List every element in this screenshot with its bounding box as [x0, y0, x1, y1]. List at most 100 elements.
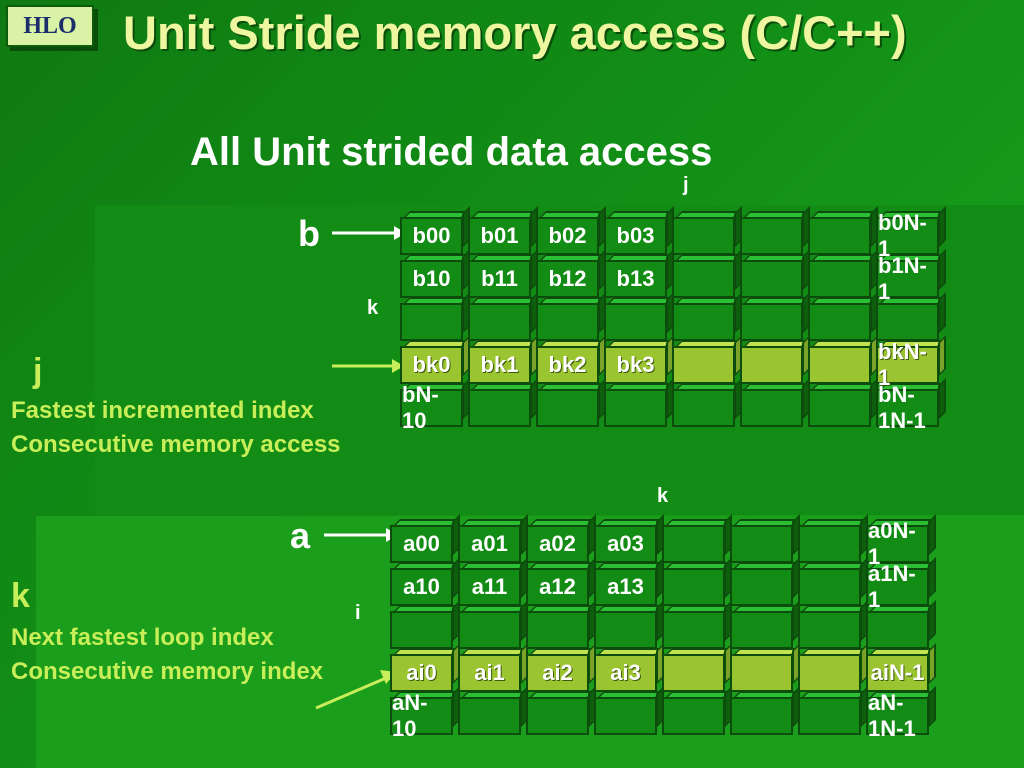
- matrix-b-cell-r0-c2: b02: [536, 217, 599, 255]
- matrix-a-cell-label: a0N-1: [868, 518, 916, 569]
- matrix-a-col-index: k: [657, 485, 669, 507]
- matrix-a-cell-r1-c0: a10: [390, 568, 453, 606]
- matrix-a-cell-r3-c2: ai2: [526, 654, 589, 692]
- matrix-a-cell-r2-c2: [526, 611, 589, 649]
- matrix-a-cell-r2-c0: [390, 611, 453, 649]
- matrix-a-cell-r3-c4: [662, 654, 725, 692]
- matrix-a-cell-r1-c1: a11: [458, 568, 521, 606]
- matrix-b-cell-r1-c6: [808, 260, 871, 298]
- matrix-a-cell-r1-c2: a12: [526, 568, 589, 606]
- slide-subtitle: All Unit strided data access: [190, 130, 713, 174]
- matrix-b-col-index: j: [683, 174, 689, 196]
- matrix-a-cell-r4-c0: aN-10: [390, 690, 453, 741]
- matrix-b-cell-r4-c2: [536, 389, 599, 427]
- matrix-b-cell-r3-c2: bk2: [536, 346, 599, 384]
- matrix-a-cell-r2-c7: [866, 611, 929, 649]
- matrix-a-cell-label: ai2: [542, 660, 573, 685]
- matrix-b-cell-r2-c7: [876, 303, 939, 341]
- matrix-a-cell-label: aiN-1: [870, 660, 925, 685]
- matrix-b-cell-r2-c1: [468, 303, 531, 341]
- matrix-b-cell-r3-c0: bk0: [400, 346, 463, 384]
- side-j-letter: j: [33, 352, 43, 390]
- matrix-a-cell-label: a02: [539, 531, 576, 556]
- matrix-b-cell-label: b12: [548, 266, 587, 291]
- matrix-a-cell-r4-c5: [730, 697, 793, 735]
- matrix-b-cell-label: b0N-1: [878, 210, 927, 261]
- side-k-letter: k: [11, 577, 30, 615]
- matrix-b-cell-label: b13: [616, 266, 655, 291]
- matrix-b-cell-r2-c5: [740, 303, 803, 341]
- matrix-b-cell-r1-c1: b11: [468, 260, 531, 298]
- matrix-b-cell-r3-c3: bk3: [604, 346, 667, 384]
- matrix-a-cell-label: ai0: [406, 660, 437, 685]
- matrix-a-cell-r0-c6: [798, 525, 861, 563]
- matrix-a-label: a: [290, 515, 311, 556]
- matrix-b-cell-r4-c4: [672, 389, 735, 427]
- matrix-b-cell-r2-c0: [400, 303, 463, 341]
- matrix-b-cell-label: bN-1N-1: [878, 382, 926, 433]
- matrix-b-cell-r3-c7: bkN-1: [876, 339, 939, 390]
- side-k-line1: Next fastest loop index: [11, 624, 274, 651]
- matrix-a-cell-r3-c5: [730, 654, 793, 692]
- matrix-b-cell-r0-c5: [740, 217, 803, 255]
- matrix-a-cell-r4-c1: [458, 697, 521, 735]
- matrix-a-cell-r0-c7: a0N-1: [866, 518, 929, 569]
- matrix-b-cell-label: b10: [412, 266, 451, 291]
- matrix-b-cell-r4-c1: [468, 389, 531, 427]
- matrix-b-cell-r3-c5: [740, 346, 803, 384]
- matrix-a-cell-r4-c6: [798, 697, 861, 735]
- matrix-b-cell-r0-c0: b00: [400, 217, 463, 255]
- matrix-a-row-arrow: [315, 670, 396, 710]
- matrix-b-cell-r1-c5: [740, 260, 803, 298]
- matrix-a-cell-r1-c4: [662, 568, 725, 606]
- matrix-b-cell-label: b00: [412, 223, 451, 248]
- matrix-b-cell-r3-c1: bk1: [468, 346, 531, 384]
- matrix-a-cell-label: a11: [471, 574, 508, 599]
- matrix-b-cell-r2-c4: [672, 303, 735, 341]
- matrix-a-cell-r2-c3: [594, 611, 657, 649]
- matrix-b-cell-r3-c6: [808, 346, 871, 384]
- matrix-b-cell-label: b11: [481, 266, 518, 291]
- matrix-b-cell-label: b01: [480, 223, 519, 248]
- matrix-b-cell-r0-c3: b03: [604, 217, 667, 255]
- matrix-b-cell-r0-c7: b0N-1: [876, 210, 939, 261]
- matrix-b-cell-label: bkN-1: [878, 339, 927, 390]
- matrix-b-cell-label: b03: [616, 223, 655, 248]
- matrix-b-cell-r4-c0: bN-10: [400, 382, 463, 433]
- matrix-b-cell-r2-c6: [808, 303, 871, 341]
- matrix-a-cell-r1-c6: [798, 568, 861, 606]
- matrix-a-cell-r3-c6: [798, 654, 861, 692]
- matrix-a-cell-label: a03: [607, 531, 644, 556]
- matrix-a-cell-r0-c5: [730, 525, 793, 563]
- matrix-a-cell-r2-c1: [458, 611, 521, 649]
- matrix-b-cell-r1-c7: b1N-1: [876, 253, 939, 304]
- matrix-a-cell-r4-c2: [526, 697, 589, 735]
- matrix-b-cell-r2-c3: [604, 303, 667, 341]
- matrix-b-cell-label: b1N-1: [878, 253, 927, 304]
- hlo-logo: HLO: [6, 5, 94, 47]
- matrix-a-cell-r3-c3: ai3: [594, 654, 657, 692]
- matrix-b-cell-r1-c4: [672, 260, 735, 298]
- matrix-b-cell-r4-c6: [808, 389, 871, 427]
- matrix-a-cell-r1-c7: a1N-1: [866, 561, 929, 612]
- matrix-a-cell-label: a01: [471, 531, 508, 556]
- matrix-a-cell-r1-c5: [730, 568, 793, 606]
- side-j-line1: Fastest incremented index: [11, 397, 314, 424]
- matrix-a-cell-r0-c3: a03: [594, 525, 657, 563]
- matrix-a-cell-r0-c0: a00: [390, 525, 453, 563]
- matrix-a-cell-label: aN-1N-1: [868, 690, 916, 741]
- matrix-b-cell-r0-c4: [672, 217, 735, 255]
- matrix-a-cell-r3-c7: aiN-1: [866, 654, 929, 692]
- matrix-a-cell-r4-c4: [662, 697, 725, 735]
- matrix-a-cell-r4-c7: aN-1N-1: [866, 690, 929, 741]
- matrix-b-cell-r4-c7: bN-1N-1: [876, 382, 939, 433]
- matrix-b-cell-label: bk3: [616, 352, 655, 377]
- matrix-a-cell-r0-c2: a02: [526, 525, 589, 563]
- matrix-a-cell-r2-c5: [730, 611, 793, 649]
- matrix-a-cell-label: a12: [539, 574, 576, 599]
- matrix-a-cell-label: a00: [403, 531, 440, 556]
- side-j-line2: Consecutive memory access: [11, 431, 341, 458]
- matrix-b-cell-r4-c3: [604, 389, 667, 427]
- matrix-b-cell-label: bk1: [480, 352, 519, 377]
- matrix-b-cell-r0-c6: [808, 217, 871, 255]
